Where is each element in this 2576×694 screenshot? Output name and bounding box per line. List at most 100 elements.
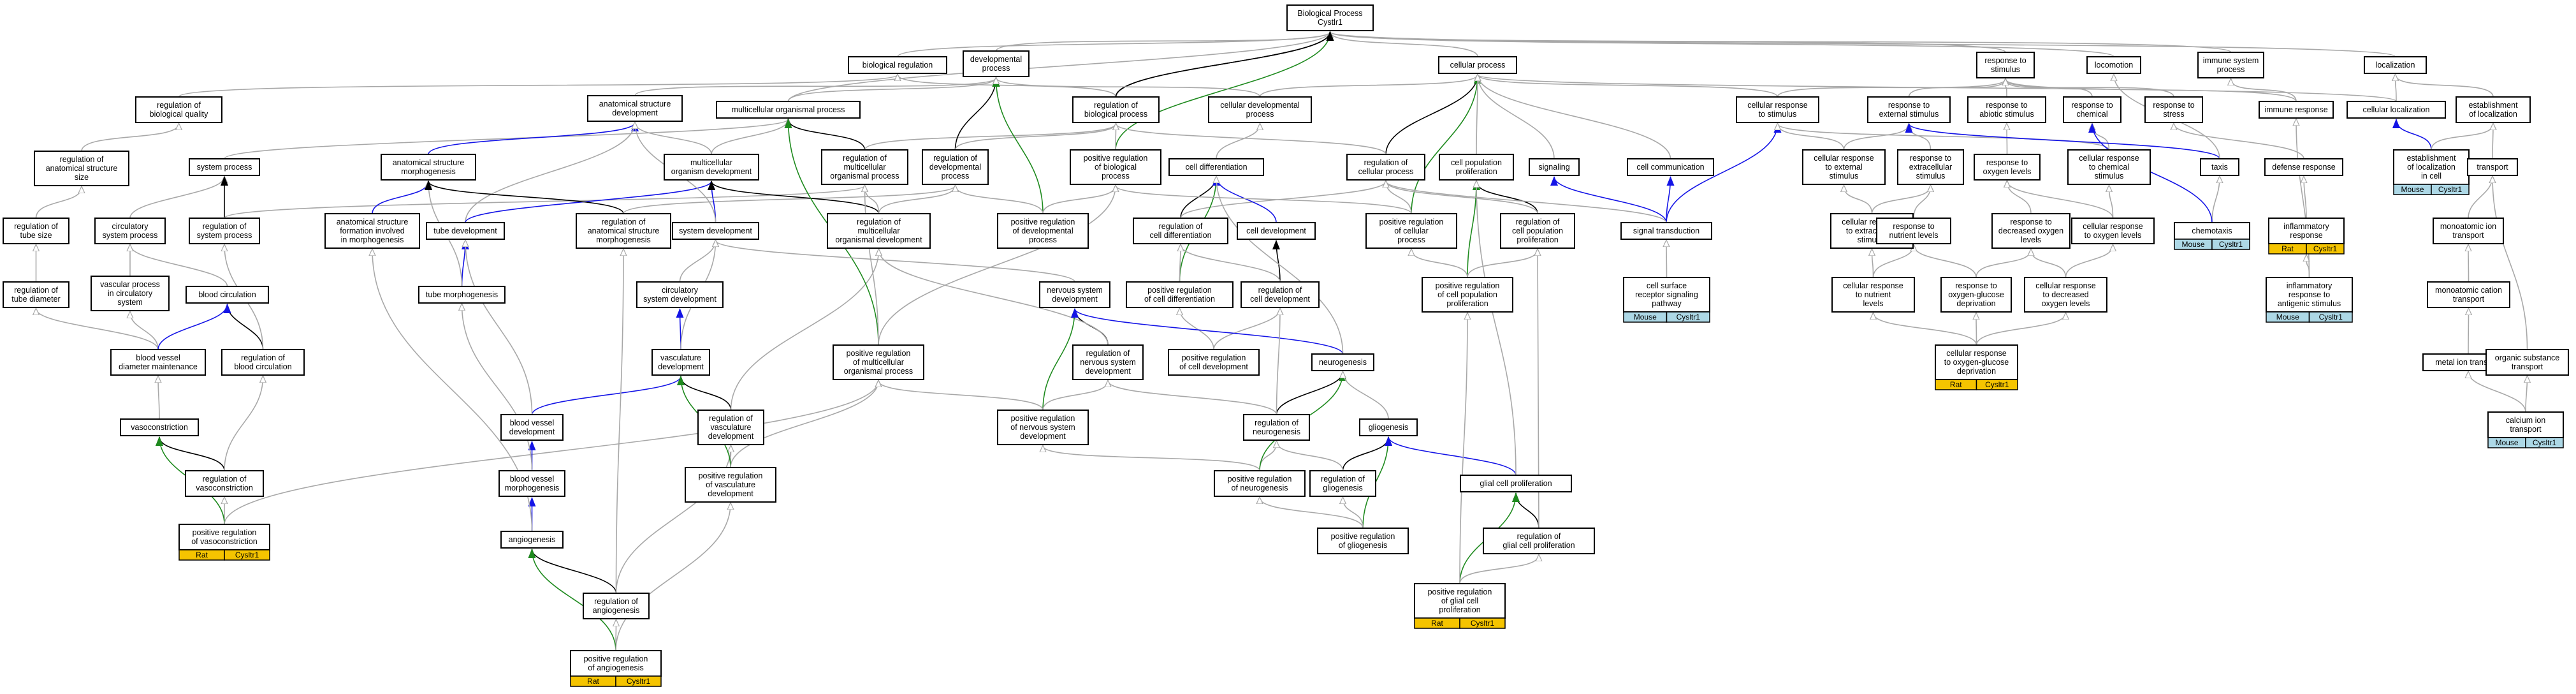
go-term-node-transport[interactable]: transport — [2467, 158, 2518, 176]
go-term-node-neurogenesis[interactable]: neurogenesis — [1311, 353, 1374, 371]
go-term-node-signaling[interactable]: signaling — [1529, 158, 1580, 176]
go-term-node-tube-morphogenesis[interactable]: tube morphogenesis — [418, 286, 506, 304]
go-term-node-defense-response[interactable]: defense response — [2264, 158, 2343, 176]
go-term-node-taxis[interactable]: taxis — [2200, 158, 2239, 176]
go-term-node-system-process[interactable]: system process — [189, 158, 260, 176]
go-term-node-immune-response[interactable]: immune response — [2259, 101, 2334, 119]
go-term-node-cellular-localization[interactable]: cellular localization — [2347, 101, 2446, 119]
go-term-node-glial-cell-proliferation[interactable]: glial cell proliferation — [1460, 475, 1572, 492]
go-term-node-blood-circulation[interactable]: blood circulation — [186, 286, 269, 304]
go-term-node-cellular-process[interactable]: cellular process — [1438, 56, 1517, 74]
go-term-node-multicellular-organismal-process[interactable]: multicellular organismal process — [716, 101, 861, 119]
go-term-node-tube-development[interactable]: tube development — [426, 222, 505, 240]
go-term-node-locomotion[interactable]: locomotion — [2086, 56, 2141, 74]
go-term-node-signal-transduction[interactable]: signal transduction — [1620, 222, 1712, 240]
go-term-node-vasoconstriction[interactable]: vasoconstriction — [120, 418, 199, 436]
go-term-node-gliogenesis[interactable]: gliogenesis — [1359, 418, 1418, 436]
go-term-node-angiogenesis[interactable]: angiogenesis — [500, 531, 564, 549]
go-term-node-localization[interactable]: localization — [2364, 56, 2427, 74]
go-term-node-cell-differentiation[interactable]: cell differentiation — [1168, 158, 1264, 176]
go-term-node-cell-communication[interactable]: cell communication — [1627, 158, 1714, 176]
go-term-node-system-development[interactable]: system development — [672, 222, 759, 240]
go-term-node-cell-development[interactable]: cell development — [1237, 222, 1316, 240]
